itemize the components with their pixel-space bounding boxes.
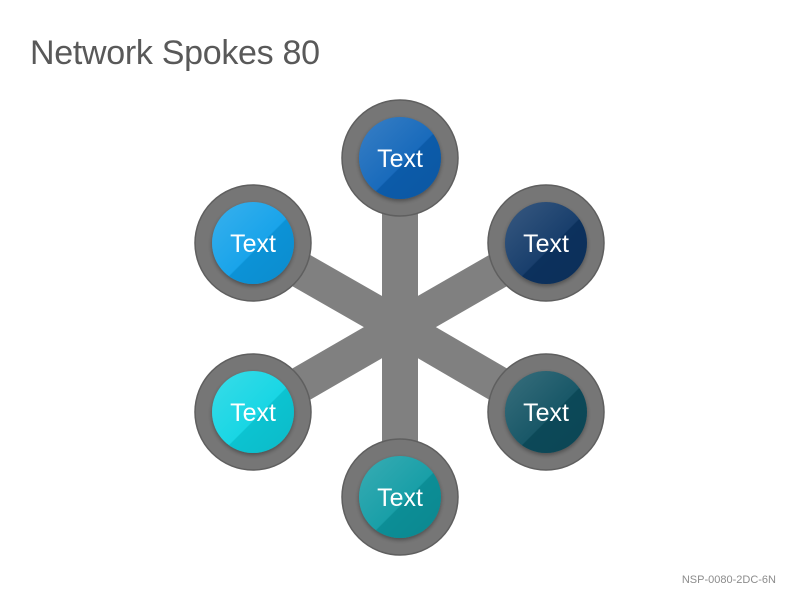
node-label: Text bbox=[230, 399, 276, 427]
node-bottom-left[interactable]: Text bbox=[212, 371, 294, 453]
node-gloss bbox=[505, 202, 587, 284]
node-gloss bbox=[359, 456, 441, 538]
node-label: Text bbox=[523, 230, 569, 258]
node-gloss bbox=[212, 202, 294, 284]
node-bottom[interactable]: Text bbox=[359, 456, 441, 538]
hub-center bbox=[380, 307, 420, 347]
node-label: Text bbox=[230, 230, 276, 258]
node-gloss bbox=[359, 117, 441, 199]
node-gloss bbox=[505, 371, 587, 453]
node-label: Text bbox=[523, 399, 569, 427]
node-top-right[interactable]: Text bbox=[505, 202, 587, 284]
slide-code: NSP-0080-2DC-6N bbox=[681, 574, 776, 586]
node-label: Text bbox=[377, 145, 423, 173]
node-top[interactable]: Text bbox=[359, 117, 441, 199]
node-bottom-right[interactable]: Text bbox=[505, 371, 587, 453]
node-label: Text bbox=[377, 484, 423, 512]
slide-title: Network Spokes 80 bbox=[30, 34, 320, 72]
node-gloss bbox=[212, 371, 294, 453]
node-top-left[interactable]: Text bbox=[212, 202, 294, 284]
